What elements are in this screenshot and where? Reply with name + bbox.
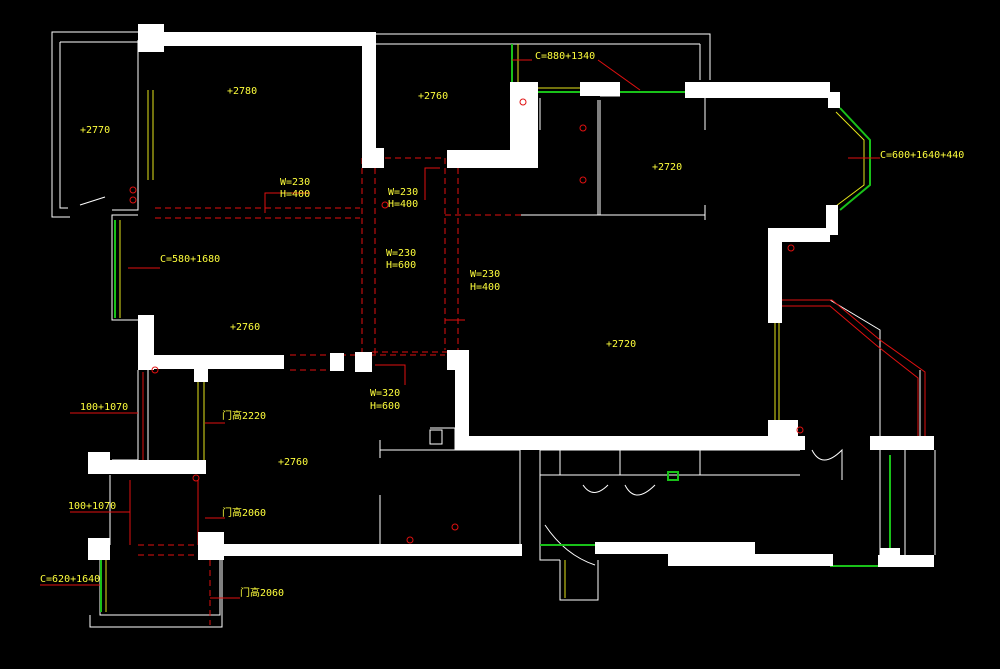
height-label: +2780 bbox=[227, 86, 257, 97]
height-label: +2720 bbox=[606, 339, 636, 350]
beam-width-label: W=230 bbox=[470, 269, 500, 280]
height-label: +2720 bbox=[652, 162, 682, 173]
beam-height-label: H=600 bbox=[370, 401, 400, 412]
door-height-label: 门高2220 bbox=[222, 409, 266, 422]
height-label: +2770 bbox=[80, 125, 110, 136]
beam-width-label: W=230 bbox=[386, 248, 416, 259]
walls bbox=[88, 24, 934, 567]
beam-width-label: W=230 bbox=[280, 177, 310, 188]
thin-lines bbox=[51, 31, 936, 628]
windows bbox=[100, 44, 891, 612]
height-label: +2760 bbox=[418, 91, 448, 102]
height-label: +2760 bbox=[278, 457, 308, 468]
leader-lines bbox=[40, 59, 880, 599]
window-size-label: 100+1070 bbox=[80, 402, 128, 413]
beam-height-label: H=400 bbox=[470, 282, 500, 293]
beam-height-label: H=400 bbox=[280, 189, 310, 200]
beam-lines bbox=[138, 157, 525, 625]
door-height-label: 门高2060 bbox=[240, 586, 284, 599]
window-size-label: C=580+1680 bbox=[160, 254, 220, 265]
beam-height-label: H=400 bbox=[388, 199, 418, 210]
window-size-label: 100+1070 bbox=[68, 501, 116, 512]
window-size-label: C=600+1640+440 bbox=[880, 150, 964, 161]
beam-height-label: H=600 bbox=[386, 260, 416, 271]
beam-width-label: W=230 bbox=[388, 187, 418, 198]
height-label: +2760 bbox=[230, 322, 260, 333]
light-points bbox=[129, 98, 804, 544]
door-height-label: 门高2060 bbox=[222, 506, 266, 519]
window-size-label: C=620+1640 bbox=[40, 574, 100, 585]
beam-width-label: W=320 bbox=[370, 388, 400, 399]
window-size-label: C=880+1340 bbox=[535, 51, 595, 62]
labels: +2780 +2770 +2760 +2720 +2760 +2720 +276… bbox=[40, 51, 964, 599]
